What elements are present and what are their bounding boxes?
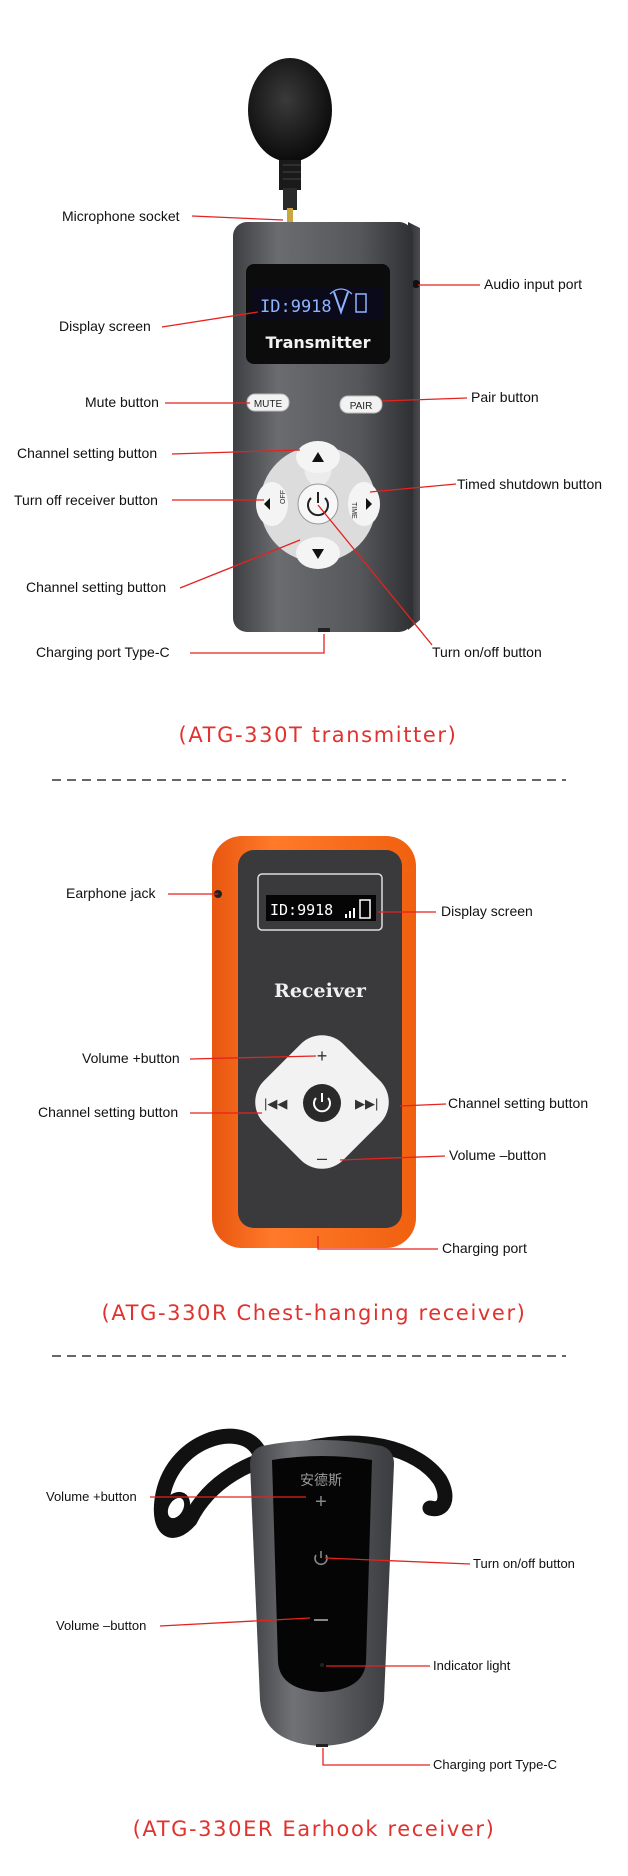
minus-icon: –: [317, 1148, 327, 1168]
power-button[interactable]: [297, 483, 339, 525]
transmitter-screen-id: ID:9918: [260, 297, 332, 317]
label-earphone-jack: Earphone jack: [66, 885, 157, 901]
triangle-up-icon: [312, 452, 324, 462]
earhook-figure: 安德斯 +: [153, 1428, 453, 1747]
channel-down-button[interactable]: [296, 537, 340, 569]
label-receiver-display: Display screen: [441, 903, 533, 919]
ear-hook: [153, 1428, 453, 1538]
time-key-label: TIME: [350, 502, 357, 519]
label-turn-on-off: Turn on/off button: [432, 644, 542, 660]
skip-forward-icon: ▶▶|: [355, 1096, 378, 1111]
channel-next-button[interactable]: ▶▶|: [355, 1096, 378, 1111]
power-icon: [307, 497, 329, 517]
power-icon: [313, 1097, 331, 1113]
receiver-display: [266, 895, 376, 921]
channel-prev-button[interactable]: |◀◀: [264, 1096, 287, 1111]
label-indicator-light: Indicator light: [433, 1658, 511, 1673]
receiver-power-button[interactable]: [303, 1084, 341, 1122]
channel-up-button[interactable]: [296, 441, 340, 473]
label-turn-off-receiver: Turn off receiver button: [14, 492, 158, 508]
label-microphone-socket: Microphone socket: [62, 208, 180, 224]
label-charging-port-typec: Charging port Type-C: [36, 644, 170, 660]
earhook-leaders: [150, 1496, 471, 1766]
label-channel-right: Channel setting button: [448, 1095, 588, 1111]
earhook-volume-up-button[interactable]: +: [315, 1491, 327, 1513]
label-channel-left: Channel setting button: [38, 1104, 178, 1120]
timed-shutdown-button[interactable]: TIME: [348, 482, 380, 526]
label-channel-setting-up: Channel setting button: [17, 445, 157, 461]
label-volume-down: Volume –button: [449, 1147, 546, 1163]
microphone-icon: [248, 58, 332, 222]
transmitter-caption: (ATG-330T transmitter): [179, 723, 458, 747]
receiver-brand: Receiver: [274, 980, 367, 1002]
label-receiver-charging: Charging port: [442, 1240, 527, 1256]
transmitter-keypad: OFF TIME: [256, 441, 380, 569]
triangle-left-icon: [264, 498, 270, 510]
receiver-figure: ID:9918 Receiver + – |◀◀ ▶▶|: [212, 836, 416, 1248]
label-audio-input-port: Audio input port: [484, 276, 582, 292]
plus-icon: +: [317, 1046, 328, 1066]
off-key-label: OFF: [280, 490, 287, 504]
volume-down-button[interactable]: –: [317, 1148, 327, 1168]
plus-icon: +: [315, 1491, 327, 1513]
label-mute-button: Mute button: [85, 394, 159, 410]
label-earhook-power: Turn on/off button: [473, 1556, 575, 1571]
triangle-right-icon: [366, 498, 372, 510]
indicator-light-icon: [320, 1663, 324, 1667]
skip-back-icon: |◀◀: [264, 1096, 287, 1111]
charging-port-icon: [318, 628, 330, 632]
battery-icon: [355, 293, 367, 313]
antenna-icon: [329, 288, 353, 316]
earhook-brand: 安德斯: [300, 1473, 342, 1489]
receiver-caption: (ATG-330R Chest-hanging receiver): [102, 1301, 527, 1325]
label-earhook-volume-up: Volume +button: [46, 1489, 137, 1504]
transmitter-brand: Transmitter: [266, 333, 371, 352]
triangle-down-icon: [312, 549, 324, 559]
transmitter-leaders: [161, 215, 480, 654]
label-earhook-charging: Charging port Type-C: [433, 1757, 557, 1772]
label-timed-shutdown: Timed shutdown button: [457, 476, 602, 492]
signal-icon: [345, 908, 355, 918]
volume-up-button[interactable]: +: [317, 1046, 328, 1066]
receiver-leaders: [168, 893, 447, 1250]
mute-button-label: MUTE: [254, 399, 283, 410]
label-channel-setting-down: Channel setting button: [26, 579, 166, 595]
turn-off-receiver-button[interactable]: OFF: [256, 482, 288, 526]
label-display-screen: Display screen: [59, 318, 151, 334]
earhook-panel: [272, 1456, 372, 1692]
label-volume-up: Volume +button: [82, 1050, 180, 1066]
pair-button[interactable]: [339, 395, 383, 414]
earhook-caption: (ATG-330ER Earhook receiver): [133, 1817, 496, 1841]
receiver-screen-id: ID:9918: [270, 901, 333, 919]
battery-icon: [359, 899, 371, 919]
pair-button-label: PAIR: [350, 401, 373, 412]
label-pair-button: Pair button: [471, 389, 539, 405]
label-earhook-volume-down: Volume –button: [56, 1618, 146, 1633]
audio-input-port-icon: [412, 280, 420, 288]
transmitter-figure: ID:9918 Transmitter MUTE PAIR: [233, 58, 420, 632]
charging-port-icon: [316, 1744, 328, 1747]
